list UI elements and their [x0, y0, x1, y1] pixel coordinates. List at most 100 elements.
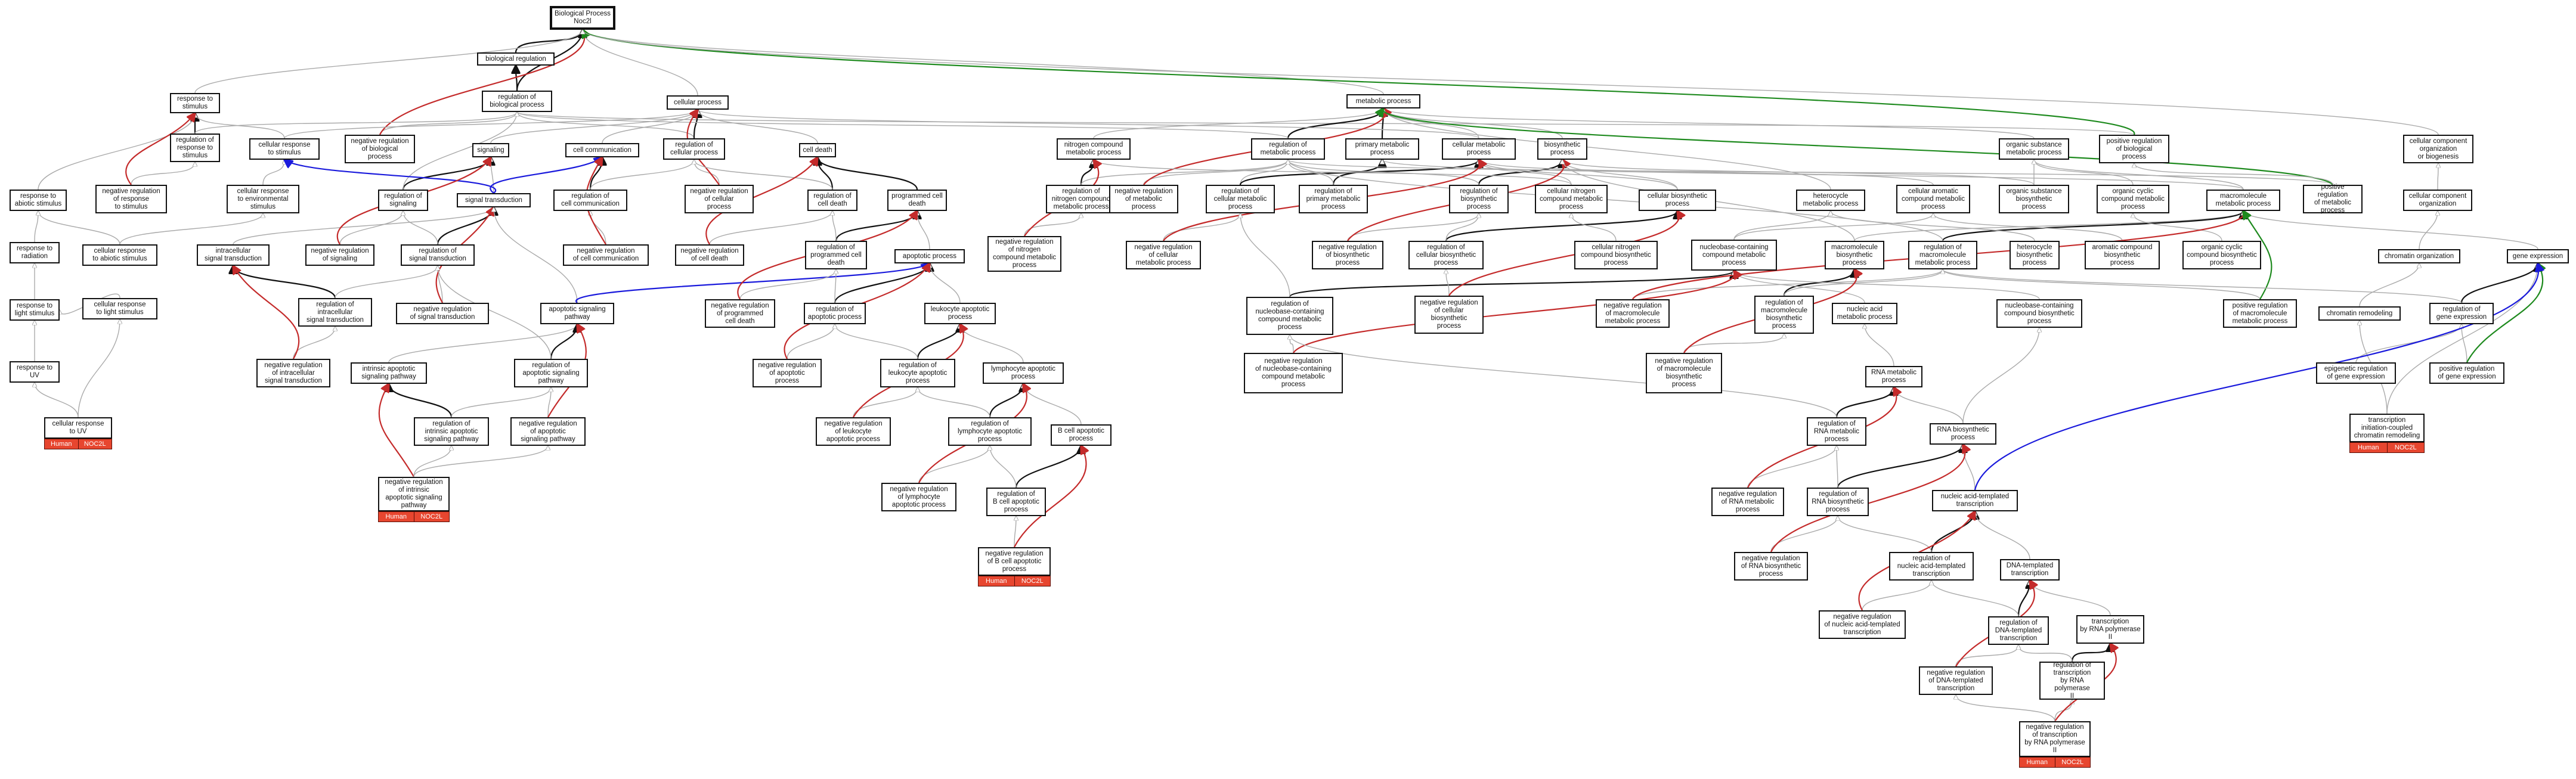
go-term-node[interactable]: negative regulation of RNA metabolic pro… — [1711, 488, 1784, 516]
go-term-node[interactable]: cellular component organization — [2403, 190, 2472, 211]
go-term-node[interactable]: negative regulation of nitrogen compound… — [987, 236, 1061, 272]
go-term-node[interactable]: regulation of RNA biosynthetic process — [1807, 488, 1869, 516]
go-term-node[interactable]: regulation of nucleic acid-templated tra… — [1889, 552, 1974, 581]
go-term-node[interactable]: negative regulation of apoptotic process — [753, 359, 822, 387]
go-term-node[interactable]: negative regulation of nucleic acid-temp… — [1819, 610, 1906, 639]
go-term-node[interactable]: negative regulation of apoptotic signali… — [510, 417, 586, 446]
go-term-node[interactable]: positive regulation of macromolecule met… — [2223, 299, 2297, 328]
go-term-node[interactable]: apoptotic signaling pathway — [540, 303, 614, 324]
go-term-node[interactable]: cellular component organization or bioge… — [2403, 135, 2473, 163]
go-term-node[interactable]: leukocyte apoptotic process — [924, 303, 996, 324]
go-term-node[interactable]: nucleobase-containing compound metabolic… — [1691, 240, 1777, 271]
go-term-node[interactable]: regulation of cellular metabolic process — [1206, 185, 1275, 213]
go-term-node[interactable]: negative regulation of macromolecule met… — [1596, 299, 1670, 328]
go-term-node[interactable]: cellular aromatic compound metabolic pro… — [1896, 185, 1970, 213]
go-term-node[interactable]: response to radiation — [10, 242, 60, 263]
go-term-node[interactable]: gene expression — [2507, 249, 2569, 263]
go-term-node[interactable]: regulation of B cell apoptotic process — [986, 488, 1046, 516]
go-term-node[interactable]: negative regulation of biosynthetic proc… — [1312, 241, 1383, 269]
go-term-node[interactable]: apoptotic process — [894, 249, 965, 263]
go-term-node[interactable]: negative regulation of signal transducti… — [396, 303, 489, 324]
go-term-node[interactable]: chromatin remodeling — [2318, 306, 2401, 321]
go-term-node[interactable]: nucleic acid-templated transcription — [1932, 490, 2018, 511]
go-term-node[interactable]: organic cyclic compound biosynthetic pro… — [2182, 241, 2261, 269]
go-term-node[interactable]: negative regulation of cellular biosynth… — [1414, 296, 1484, 334]
go-term-node[interactable]: nitrogen compound metabolic process — [1057, 138, 1131, 160]
go-term-node[interactable]: chromatin organization — [2378, 249, 2460, 263]
go-term-node[interactable]: cellular response to environmental stimu… — [227, 185, 299, 213]
go-term-node[interactable]: negative regulation of intracellular sig… — [256, 359, 330, 387]
go-term-node[interactable]: cellular nitrogen compound biosynthetic … — [1574, 241, 1658, 269]
go-term-node[interactable]: macromolecule metabolic process — [2206, 190, 2280, 211]
go-term-node[interactable]: transcription initiation-coupled chromat… — [2349, 414, 2425, 442]
go-term-node[interactable]: B cell apoptotic process — [1051, 424, 1111, 446]
go-term-node[interactable]: DNA-templated transcription — [2000, 559, 2060, 581]
go-term-node[interactable]: regulation of apoptotic process — [804, 303, 866, 324]
go-term-node[interactable]: metabolic process — [1346, 94, 1420, 108]
go-term-node[interactable]: regulation of programmed cell death — [805, 241, 867, 269]
go-term-node[interactable]: response to light stimulus — [10, 299, 60, 321]
go-term-node[interactable]: nucleobase-containing compound biosynthe… — [1996, 299, 2082, 328]
go-term-node[interactable]: negative regulation of leukocyte apoptot… — [816, 417, 891, 446]
go-term-node[interactable]: regulation of apoptotic signaling pathwa… — [514, 359, 588, 387]
go-term-node[interactable]: negative regulation of lymphocyte apopto… — [881, 483, 956, 511]
go-term-node[interactable]: organic substance biosynthetic process — [1999, 185, 2069, 213]
go-term-node[interactable]: response to abiotic stimulus — [10, 190, 67, 211]
go-term-node[interactable]: regulation of leukocyte apoptotic proces… — [880, 359, 955, 387]
go-term-node[interactable]: regulation of nitrogen compound metaboli… — [1046, 185, 1116, 213]
go-term-node[interactable]: signal transduction — [457, 193, 531, 207]
go-term-node[interactable]: cell death — [799, 143, 836, 157]
go-term-node[interactable]: regulation of primary metabolic process — [1299, 185, 1368, 213]
go-term-node[interactable]: positive regulation of gene expression — [2429, 362, 2504, 384]
go-term-node[interactable]: positive regulation of metabolic process — [2303, 184, 2363, 214]
go-term-node[interactable]: aromatic compound biosynthetic process — [2085, 241, 2160, 269]
go-term-node[interactable]: cellular process — [667, 95, 729, 110]
go-term-node[interactable]: cellular response to UV — [44, 417, 112, 439]
go-term-node[interactable]: cellular response to light stimulus — [82, 298, 157, 319]
go-term-node[interactable]: cell communication — [565, 143, 639, 157]
go-term-node[interactable]: regulation of biosynthetic process — [1449, 185, 1509, 213]
go-term-node[interactable]: negative regulation of B cell apoptotic … — [978, 547, 1051, 576]
go-term-node[interactable]: regulation of nucleobase-containing comp… — [1246, 297, 1333, 335]
go-term-node[interactable]: regulation of macromolecule biosynthetic… — [1754, 296, 1814, 334]
go-term-node[interactable]: regulation of signal transduction — [401, 244, 475, 266]
go-term-node[interactable]: negative regulation of biological proces… — [345, 135, 415, 163]
go-term-node[interactable]: regulation of metabolic process — [1251, 138, 1325, 160]
go-term-node[interactable]: primary metabolic process — [1345, 138, 1419, 160]
go-term-node[interactable]: regulation of macromolecule metabolic pr… — [1908, 241, 1977, 269]
go-term-node[interactable]: cellular nitrogen compound metabolic pro… — [1535, 185, 1608, 213]
go-term-node[interactable]: cellular response to stimulus — [249, 138, 320, 160]
go-term-node[interactable]: epigenetic regulation of gene expression — [2316, 362, 2396, 384]
go-term-node[interactable]: negative regulation of macromolecule bio… — [1646, 353, 1722, 393]
go-term-node[interactable]: cellular biosynthetic process — [1639, 190, 1716, 211]
go-term-node[interactable]: regulation of intracellular signal trans… — [298, 298, 372, 327]
go-term-node[interactable]: negative regulation of DNA-templated tra… — [1919, 666, 1993, 695]
go-term-node[interactable]: regulation of DNA-templated transcriptio… — [1988, 616, 2049, 645]
go-term-node[interactable]: negative regulation of response to stimu… — [95, 185, 167, 213]
go-term-node[interactable]: Biological Process Noc2l — [550, 6, 615, 30]
go-term-node[interactable]: nucleic acid metabolic process — [1832, 303, 1897, 324]
go-term-node[interactable]: biosynthetic process — [1537, 138, 1587, 160]
go-term-node[interactable]: signaling — [472, 143, 509, 157]
go-term-node[interactable]: heterocycle biosynthetic process — [2010, 241, 2060, 269]
go-term-node[interactable]: lymphocyte apoptotic process — [983, 362, 1064, 384]
go-term-node[interactable]: programmed cell death — [887, 190, 947, 211]
go-term-node[interactable]: transcription by RNA polymerase II — [2076, 615, 2144, 644]
go-term-node[interactable]: cellular metabolic process — [1442, 138, 1516, 160]
go-term-node[interactable]: regulation of RNA metabolic process — [1807, 417, 1866, 446]
go-term-node[interactable]: intracellular signal transduction — [197, 244, 270, 266]
go-term-node[interactable]: regulation of cellular process — [663, 138, 725, 160]
go-term-node[interactable]: regulation of cell death — [807, 190, 857, 211]
go-term-node[interactable]: negative regulation of cell death — [675, 244, 744, 266]
go-term-node[interactable]: negative regulation of metabolic process — [1109, 185, 1178, 213]
go-term-node[interactable]: organic substance metabolic process — [1999, 138, 2069, 160]
go-term-node[interactable]: negative regulation of cell communicatio… — [563, 244, 649, 266]
go-term-node[interactable]: regulation of gene expression — [2429, 303, 2494, 324]
go-term-node[interactable]: response to UV — [10, 361, 60, 383]
go-term-node[interactable]: positive regulation of biological proces… — [2099, 135, 2169, 163]
go-term-node[interactable]: regulation of cell communication — [553, 190, 627, 211]
go-term-node[interactable]: biological regulation — [477, 52, 555, 66]
go-term-node[interactable]: negative regulation of programmed cell d… — [705, 299, 775, 328]
go-term-node[interactable]: regulation of response to stimulus — [170, 134, 220, 162]
go-term-node[interactable]: regulation of transcription by RNA polym… — [2039, 662, 2105, 700]
